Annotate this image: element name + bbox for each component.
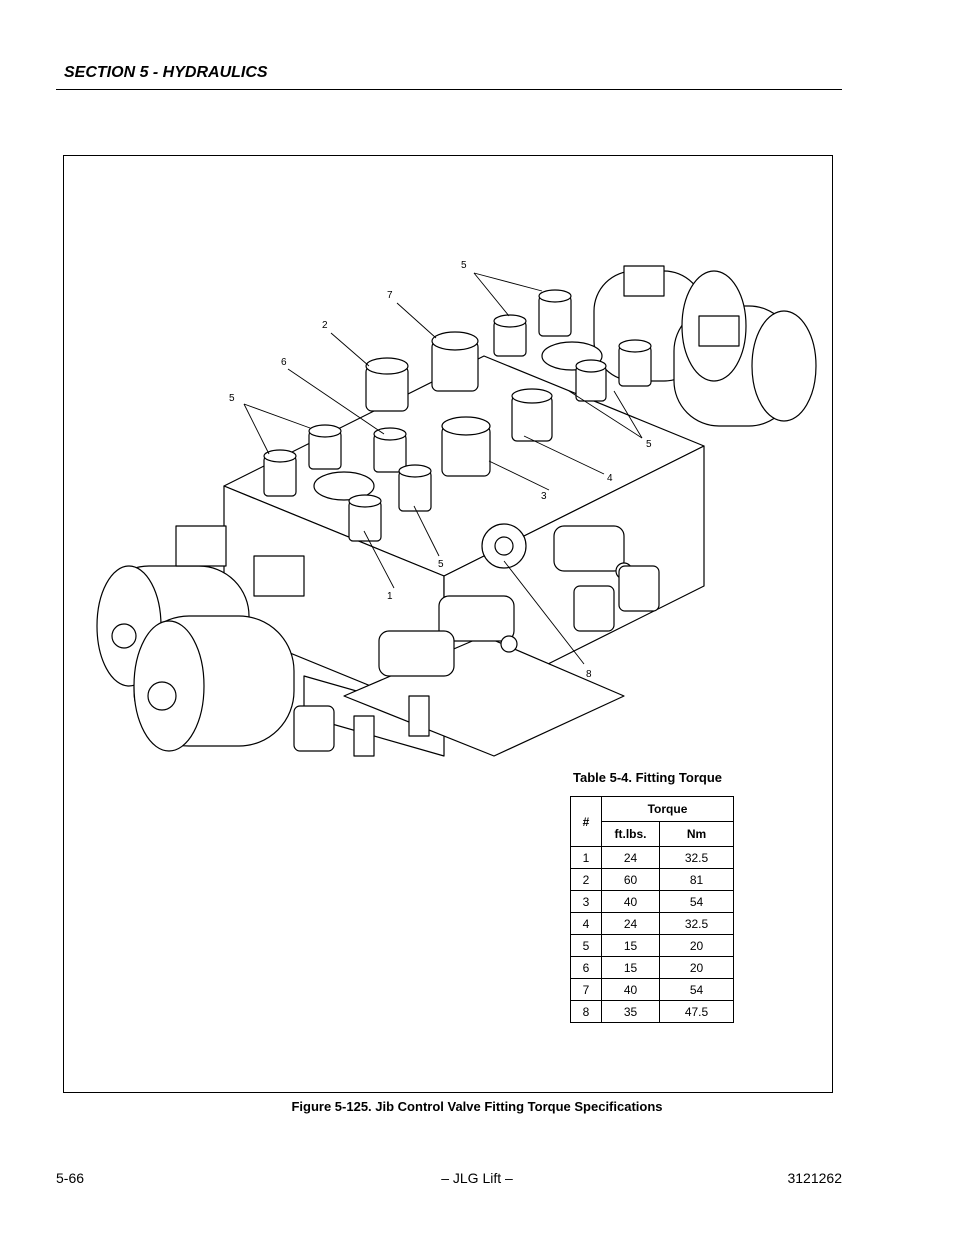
callout-4: 4 (607, 473, 613, 484)
page-number: 5-66 (56, 1170, 85, 1186)
section-title: SECTION 5 - HYDRAULICS (64, 64, 268, 81)
row-ftlbs: 15 (601, 934, 660, 957)
callout-2: 2 (322, 320, 328, 331)
row-nm: 32.5 (659, 912, 734, 935)
row-ftlbs: 60 (601, 868, 660, 891)
row-ftlbs: 35 (601, 1000, 660, 1023)
row-number: 6 (570, 956, 602, 979)
table-row: 2 60 81 (570, 868, 734, 891)
row-number: 8 (570, 1000, 602, 1023)
valve-illustration: 5 7 2 6 5 5 4 3 5 1 8 (96, 260, 817, 757)
col-ftlbs-header: ft.lbs. (601, 821, 660, 847)
callout-7: 7 (387, 290, 393, 301)
callout-5-top: 5 (461, 260, 467, 271)
callout-6: 6 (281, 357, 287, 368)
row-nm: 20 (659, 934, 734, 957)
row-nm: 20 (659, 956, 734, 979)
row-nm: 54 (659, 978, 734, 1001)
callout-8: 8 (586, 669, 592, 680)
row-ftlbs: 24 (601, 846, 660, 869)
row-number: 5 (570, 934, 602, 957)
callout-5-bottom: 5 (438, 559, 444, 570)
callout-5-left: 5 (229, 393, 235, 404)
row-ftlbs: 15 (601, 956, 660, 979)
document-number: 3121262 (787, 1170, 842, 1186)
row-ftlbs: 40 (601, 978, 660, 1001)
callout-3: 3 (541, 491, 547, 502)
callout-5-right: 5 (646, 439, 652, 450)
row-number: 2 (570, 868, 602, 891)
table-title: Table 5-4. Fitting Torque (573, 770, 723, 785)
header-rule (56, 89, 842, 90)
row-number: 1 (570, 846, 602, 869)
fitting-torque-table: # Torque ft.lbs. Nm 1 24 32.5 2 60 81 3 … (570, 796, 734, 1023)
row-nm: 32.5 (659, 846, 734, 869)
table-row: 6 15 20 (570, 956, 734, 979)
table-row: 8 35 47.5 (570, 1000, 734, 1023)
table-row: 5 15 20 (570, 934, 734, 957)
row-ftlbs: 24 (601, 912, 660, 935)
col-torque-header: Torque (601, 796, 734, 822)
figure-frame: 5 7 2 6 5 5 4 3 5 1 8 (63, 155, 833, 1093)
row-number: 7 (570, 978, 602, 1001)
figure-caption: Figure 5-125. Jib Control Valve Fitting … (291, 1099, 663, 1114)
callout-1: 1 (387, 591, 393, 602)
table-row: 1 24 32.5 (570, 846, 734, 869)
col-hash-header: # (570, 796, 602, 847)
row-number: 4 (570, 912, 602, 935)
row-ftlbs: 40 (601, 890, 660, 913)
table-row: 7 40 54 (570, 978, 734, 1001)
table-row: 4 24 32.5 (570, 912, 734, 935)
footer-center-text: – JLG Lift – (441, 1170, 513, 1186)
col-nm-header: Nm (659, 821, 734, 847)
row-nm: 54 (659, 890, 734, 913)
row-number: 3 (570, 890, 602, 913)
row-nm: 47.5 (659, 1000, 734, 1023)
table-row: 3 40 54 (570, 890, 734, 913)
row-nm: 81 (659, 868, 734, 891)
